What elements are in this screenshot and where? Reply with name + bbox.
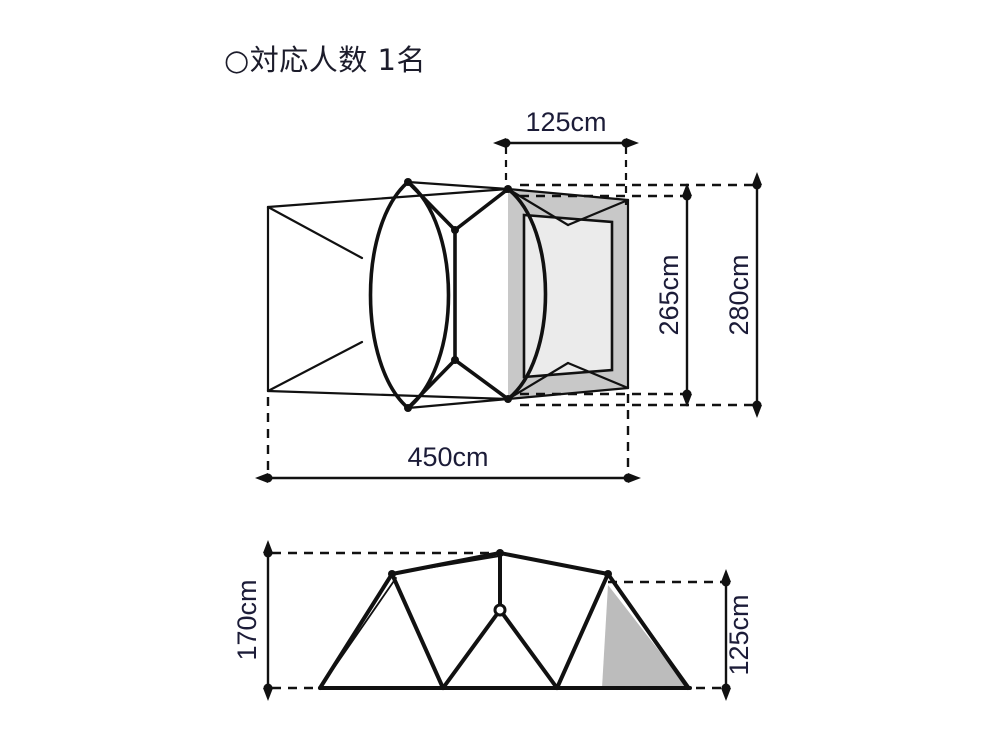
extension-lines-125-side xyxy=(600,580,722,690)
door-panel-light-front xyxy=(524,215,612,377)
top-view-dimensions: 125cm 265cm 280cm xyxy=(255,107,762,483)
dim-endpoint-dot xyxy=(621,138,631,148)
side-view-group xyxy=(318,549,692,690)
dimension-label-125-top: 125cm xyxy=(525,107,606,137)
dim-endpoint-dot xyxy=(682,191,692,201)
page-title: ○対応人数 1名 xyxy=(224,43,426,77)
dim-endpoint-dot xyxy=(752,400,762,410)
dimension-label-450: 450cm xyxy=(407,442,488,472)
dim-endpoint-dot xyxy=(721,683,731,693)
side-center-joint xyxy=(493,603,507,617)
tent-body-fill xyxy=(268,188,508,408)
door-opening-outline xyxy=(522,213,614,379)
dim-endpoint-dot xyxy=(623,473,633,483)
extension-lines-125-top xyxy=(504,147,628,205)
dim-endpoint-dot xyxy=(752,180,762,190)
dimension-label-170: 170cm xyxy=(232,579,262,660)
dimension-label-265: 265cm xyxy=(654,254,684,335)
dim-endpoint-dot xyxy=(263,683,273,693)
dim-endpoint-dot xyxy=(501,138,511,148)
extension-lines-170 xyxy=(272,551,500,690)
side-view-dimensions: 170cm 125cm xyxy=(232,540,754,701)
extension-lines-heights xyxy=(520,183,760,407)
dim-endpoint-dot xyxy=(263,548,273,558)
side-wing-shade xyxy=(602,585,688,688)
dim-endpoint-dot xyxy=(263,473,273,483)
side-guy-lines xyxy=(319,555,691,689)
extension-lines-450 xyxy=(266,394,630,470)
tent-frame-thin xyxy=(266,180,630,410)
dimension-label-125-side: 125cm xyxy=(724,594,754,675)
tent-joint-nodes xyxy=(404,178,512,412)
dim-endpoint-dot xyxy=(721,577,731,587)
dimension-label-280: 280cm xyxy=(724,254,754,335)
top-view-group xyxy=(266,178,630,412)
dim-endpoint-dot xyxy=(682,389,692,399)
